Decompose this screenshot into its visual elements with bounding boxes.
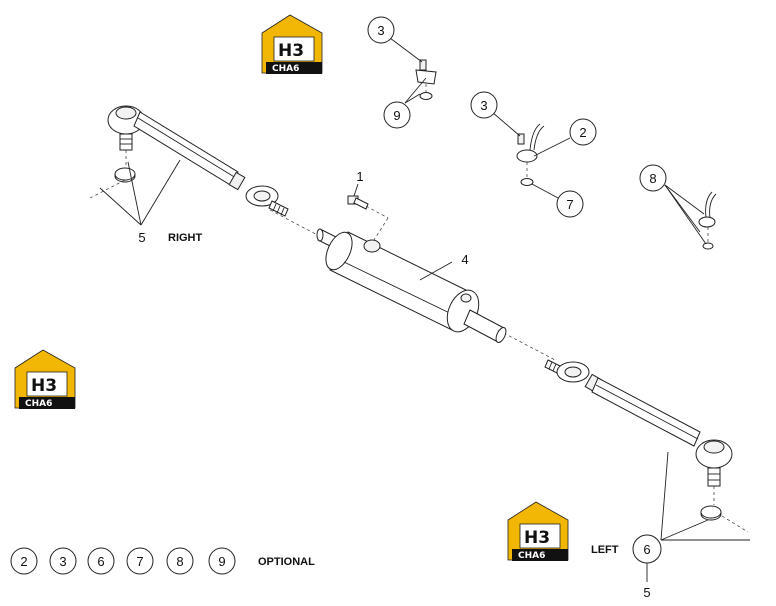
logo-caption: CHA6	[518, 551, 545, 561]
leader-lines	[99, 37, 750, 582]
fitting-group-right	[698, 191, 717, 250]
svg-text:3: 3	[480, 98, 487, 113]
steering-cylinder	[316, 195, 507, 343]
svg-text:2: 2	[579, 125, 586, 140]
callout-3-middle: 3	[470, 91, 498, 119]
logo-left: H3 CHA6	[14, 349, 76, 409]
callout-9: 9	[383, 101, 411, 129]
left-label: LEFT	[591, 544, 619, 556]
logo-mark: H3	[524, 528, 550, 548]
callout-2: 2	[569, 118, 597, 146]
logo-top: H3 CHA6	[261, 14, 323, 74]
svg-text:8: 8	[649, 171, 656, 186]
legend-item: 8	[176, 554, 183, 569]
callout-5-right: 5	[138, 230, 145, 245]
svg-text:7: 7	[566, 197, 573, 212]
right-tie-rod	[89, 105, 289, 217]
callout-5-left: 5	[643, 585, 650, 600]
fitting-group-top	[415, 59, 437, 100]
callout-1: 1	[356, 169, 363, 184]
callout-8: 8	[639, 164, 667, 192]
optional-label: OPTIONAL	[258, 556, 315, 568]
optional-legend: 2 3 6 7 8 9 OPTIONAL	[10, 547, 315, 575]
svg-text:9: 9	[393, 108, 400, 123]
callout-7: 7	[556, 190, 584, 218]
right-label: RIGHT	[168, 232, 203, 244]
svg-text:6: 6	[643, 542, 650, 557]
legend-item: 6	[97, 554, 104, 569]
callout-3-top: 3	[367, 16, 395, 44]
legend-item: 7	[136, 554, 143, 569]
logo-mark: H3	[278, 41, 304, 61]
logo-caption: CHA6	[272, 64, 299, 74]
callout-4: 4	[461, 252, 468, 267]
legend-item: 2	[20, 554, 27, 569]
legend-item: 3	[59, 554, 66, 569]
logo-caption: CHA6	[25, 399, 52, 409]
logo-bottom: H3 CHA6	[507, 501, 569, 561]
callout-6: 6	[632, 534, 662, 564]
svg-text:3: 3	[377, 23, 384, 38]
fitting-group-middle	[516, 123, 545, 186]
legend-item: 9	[218, 554, 225, 569]
logo-mark: H3	[31, 376, 57, 396]
left-tie-rod	[544, 359, 749, 533]
